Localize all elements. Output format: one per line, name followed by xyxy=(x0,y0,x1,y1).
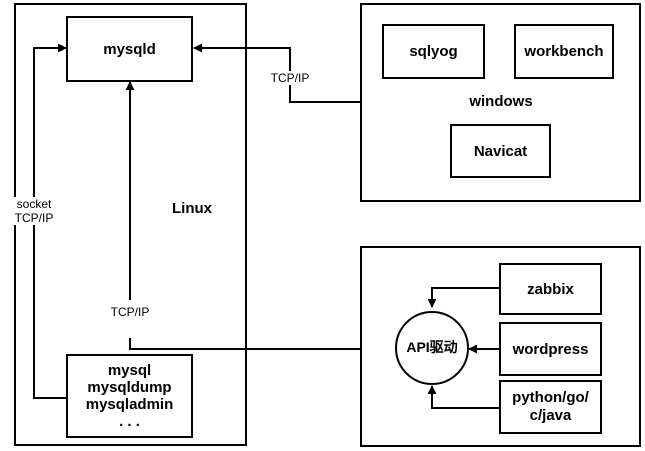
sqlyog-box: sqlyog xyxy=(382,24,485,79)
client-mysqldump: mysqldump xyxy=(87,379,172,396)
workbench-label: workbench xyxy=(524,43,604,60)
tcp-label-center: TCP/IP xyxy=(102,305,158,319)
client-mysql: mysql xyxy=(107,362,152,379)
zabbix-box: zabbix xyxy=(499,263,602,315)
python-go-c-java-label: python/go/ c/java xyxy=(512,389,589,424)
mysqld-box: mysqld xyxy=(66,16,193,82)
zabbix-arrow xyxy=(427,287,499,308)
sqlyog-label: sqlyog xyxy=(409,43,458,60)
wordpress-box: wordpress xyxy=(499,322,602,376)
zabbix-label: zabbix xyxy=(527,280,574,298)
navicat-label: Navicat xyxy=(473,142,528,160)
python-go-c-java-box: python/go/ c/java xyxy=(499,380,602,434)
client-ellipsis: . . . xyxy=(119,413,140,430)
workbench-box: workbench xyxy=(514,24,614,79)
wordpress-label: wordpress xyxy=(512,340,589,358)
api-driver-label: API驱动 xyxy=(406,339,458,355)
windows-label: windows xyxy=(469,93,533,110)
api-frame xyxy=(360,246,641,447)
navicat-box: Navicat xyxy=(450,124,551,178)
clients-box: mysql mysqldump mysqladmin . . . xyxy=(66,354,193,438)
api-to-linux-line xyxy=(129,338,360,350)
linux-label: Linux xyxy=(172,200,212,217)
api-driver-circle xyxy=(395,311,469,385)
client-mysqladmin: mysqladmin xyxy=(85,396,174,413)
tcp-label-windows: TCP/IP xyxy=(262,71,318,85)
mysqld-label: mysqld xyxy=(103,40,156,58)
python-arrow xyxy=(427,385,499,409)
socket-label: socket TCP/IP xyxy=(8,197,60,225)
